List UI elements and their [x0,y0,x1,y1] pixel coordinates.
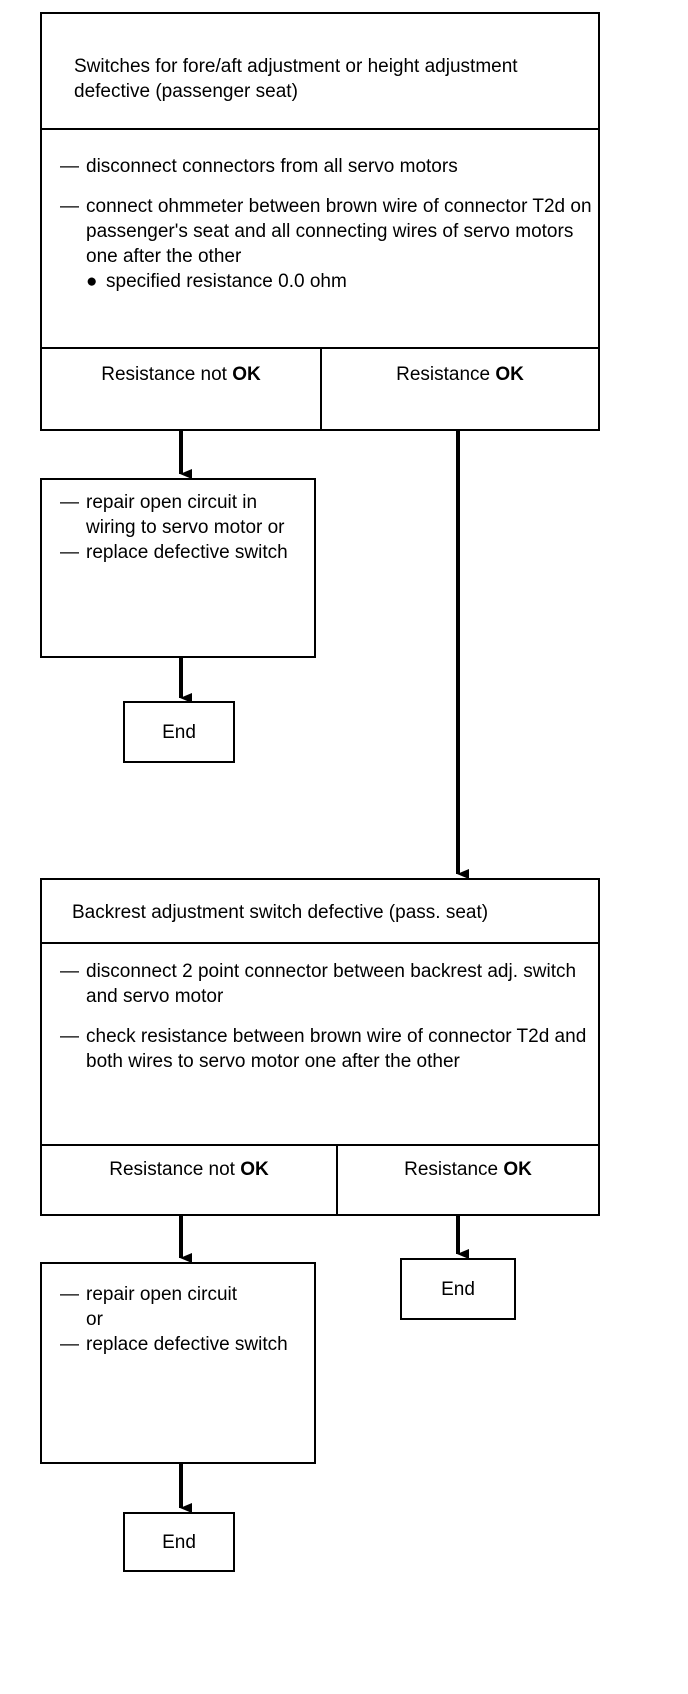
step-item: — replace defective switch [60,542,288,563]
step-item: — check resistance between brown wire of… [60,1026,587,1072]
divider [42,942,598,944]
repair-circuit-box: — repair open circuit or — replace defec… [40,1262,316,1464]
end-box: End [123,701,235,763]
end-box: End [400,1258,516,1320]
step-item: — disconnect connectors from all servo m… [60,156,458,177]
step-item: — repair open circuit in wiring to servo… [60,492,285,538]
block2-title: Backrest adjustment switch defective (pa… [72,902,489,923]
result-not-ok: Resistance not OK [101,363,261,385]
repair-steps: — repair open circuit in wiring to servo… [60,490,300,565]
end-box: End [123,1512,235,1572]
step-item: — replace defective switch [60,1334,288,1355]
result-ok: Resistance OK [396,363,524,385]
divider [320,347,322,429]
step-item: — connect ohmmeter between brown wire of… [60,196,592,267]
backrest-check-block: Backrest adjustment switch defective (pa… [40,878,600,1216]
fore-aft-height-check-block: Switches for fore/aft adjustment or heig… [40,12,600,431]
result-not-ok: Resistance not OK [109,1158,269,1180]
divider [42,128,598,130]
block1-title: Switches for fore/aft adjustment or heig… [74,56,518,102]
repair-wiring-box: — repair open circuit in wiring to servo… [40,478,316,658]
step-item: — disconnect 2 point connector between b… [60,961,577,1007]
divider [336,1144,338,1214]
block2-steps: — disconnect 2 point connector between b… [60,959,595,1074]
block1-steps: — disconnect connectors from all servo m… [60,154,595,294]
result-ok: Resistance OK [404,1158,532,1180]
bullet-item: ● specified resistance 0.0 ohm [86,271,347,292]
divider [42,1144,598,1146]
bullet-icon: ● [86,271,98,292]
repair-steps: — repair open circuit or — replace defec… [60,1282,300,1357]
or-label: or [86,1309,103,1330]
step-item: — repair open circuit [60,1284,238,1305]
